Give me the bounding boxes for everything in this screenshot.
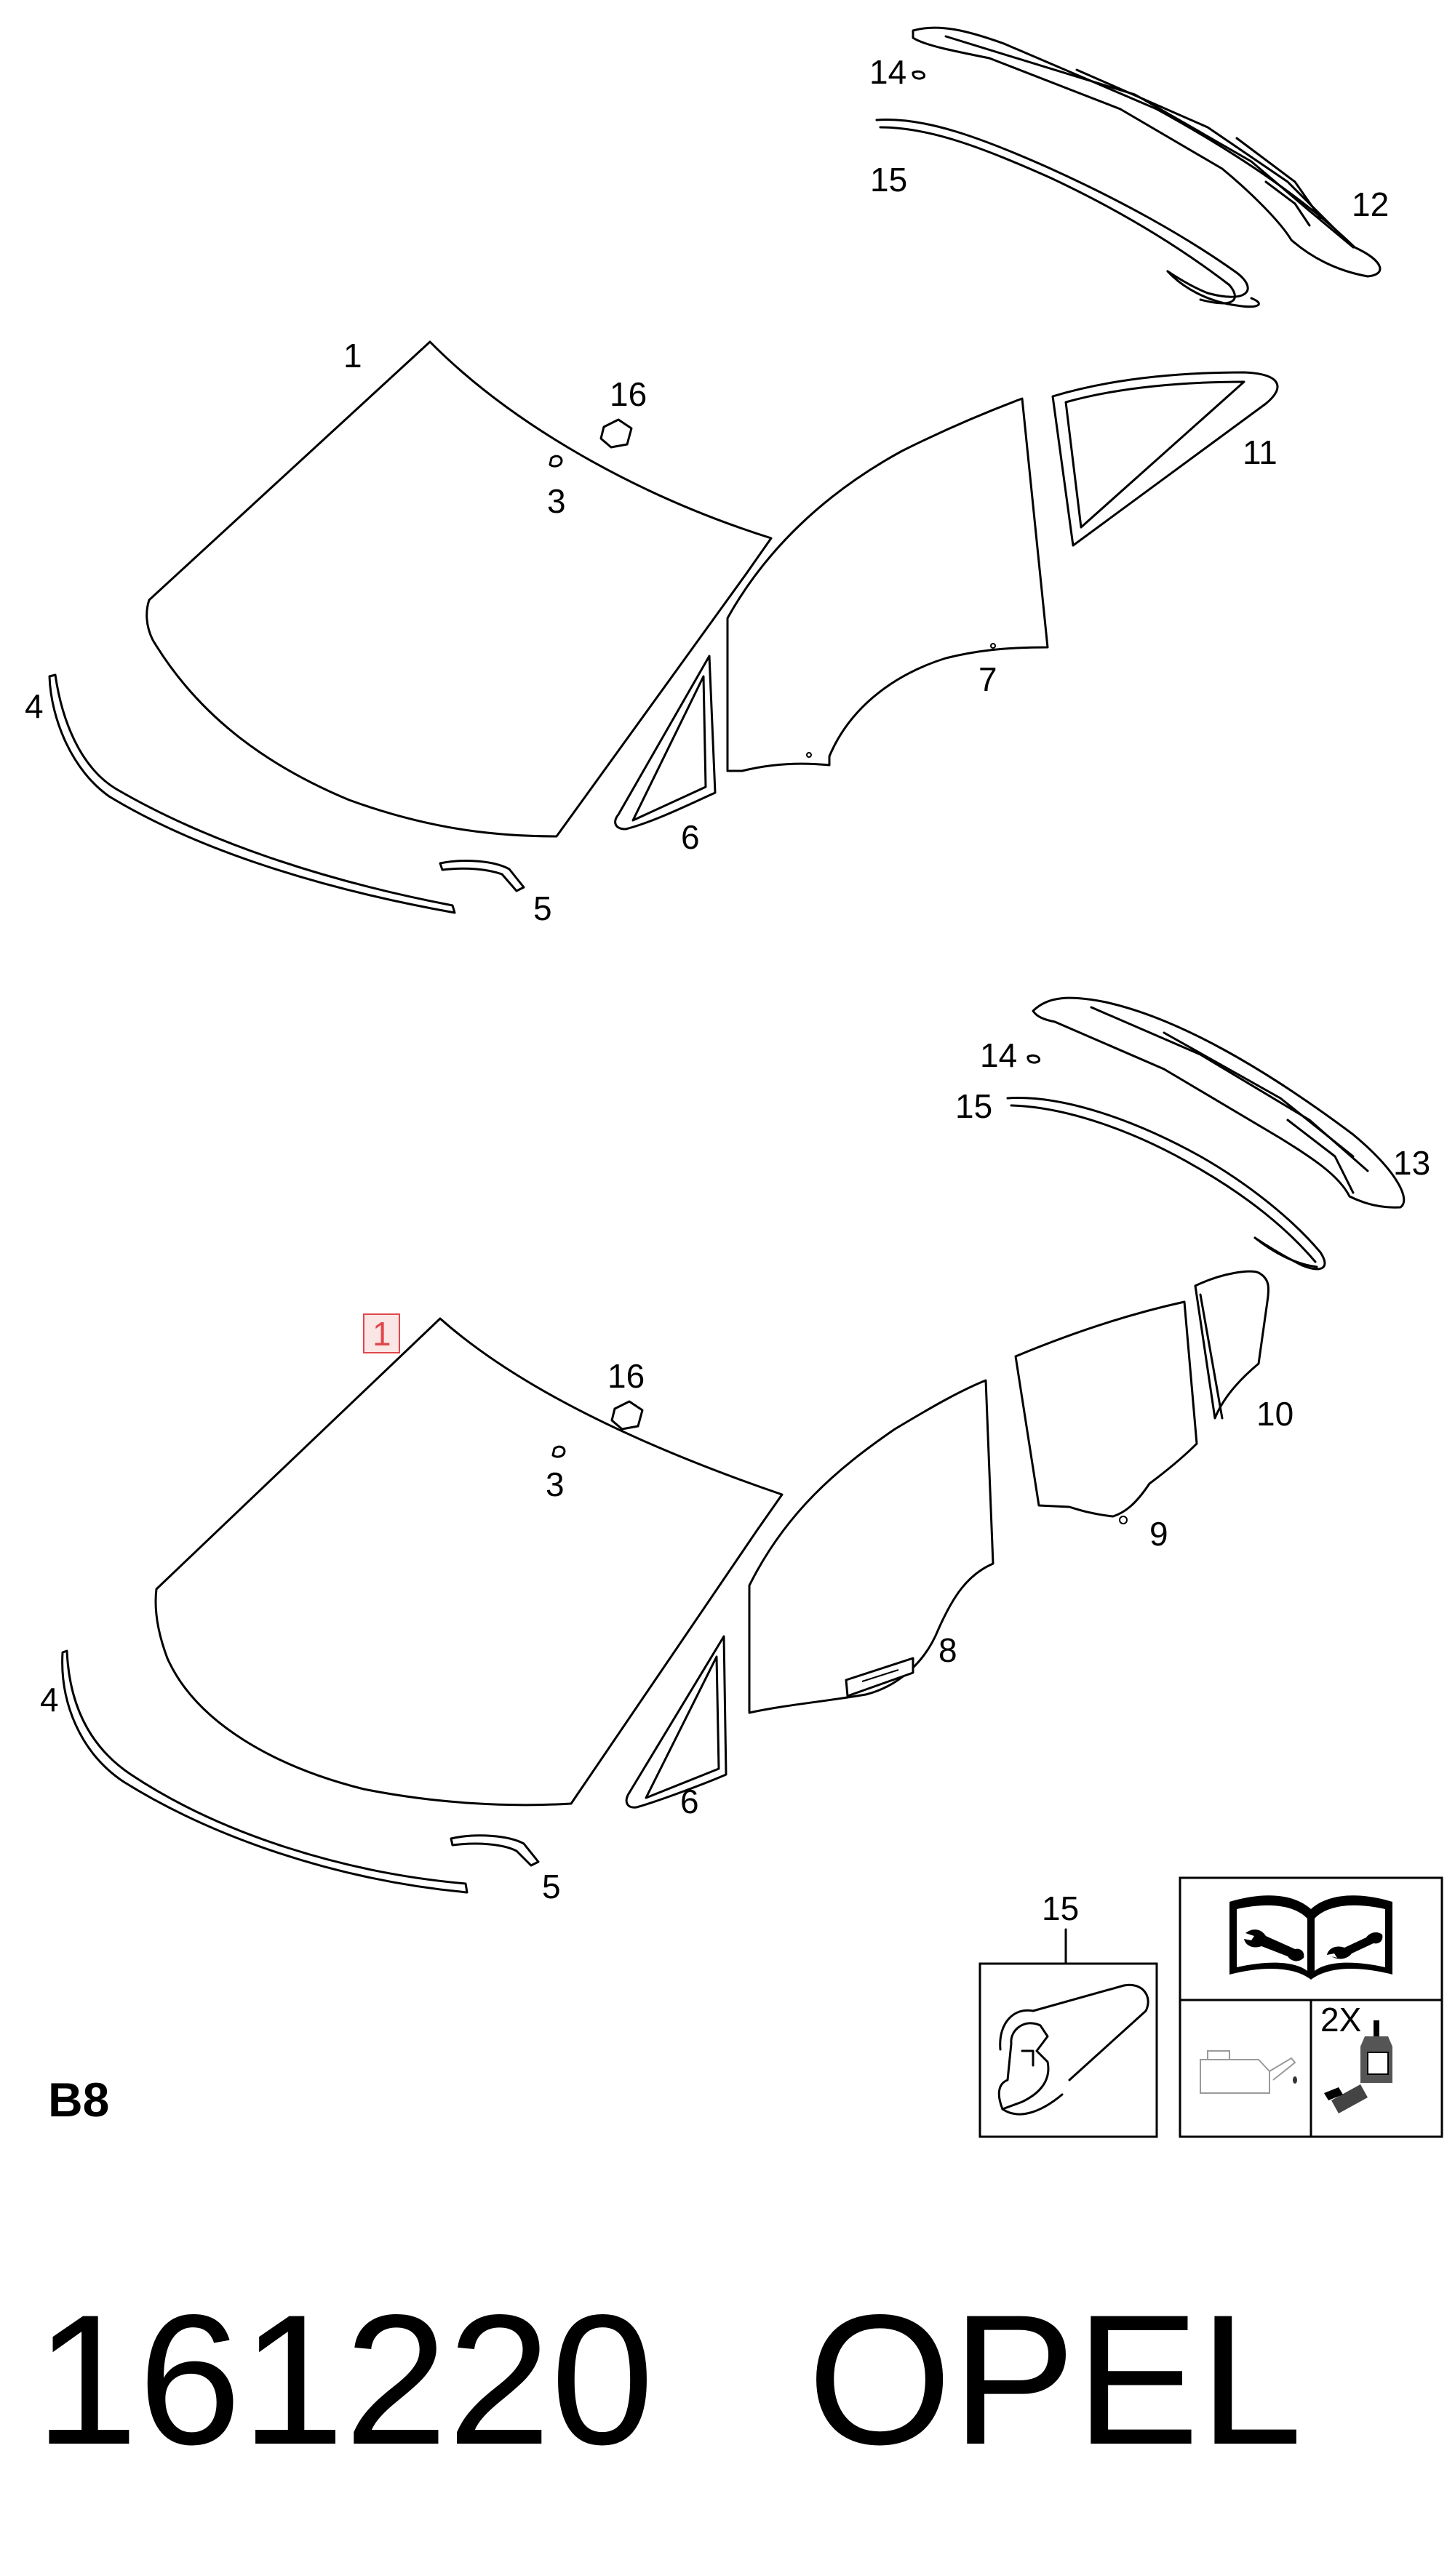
label-12: 12 [1352, 185, 1389, 223]
label-11: 11 [1243, 433, 1277, 471]
seal-5[interactable] [439, 860, 525, 892]
label-6: 6 [680, 1783, 699, 1820]
seal-5[interactable] [450, 1834, 540, 1867]
instruction-box: 2X [1179, 1876, 1443, 2138]
label-9: 9 [1149, 1515, 1168, 1553]
label-4: 4 [25, 687, 44, 725]
label-14: 14 [869, 53, 906, 91]
seal-detail-box [978, 1962, 1158, 2138]
quarter-glass-6[interactable] [614, 655, 717, 831]
highlight-box-1[interactable] [363, 1313, 400, 1353]
label-16: 16 [607, 1357, 645, 1395]
label-4: 4 [40, 1681, 59, 1719]
clip-14[interactable] [912, 70, 925, 80]
oil-can-icon [1200, 2050, 1297, 2094]
windshield-1[interactable] [154, 1317, 784, 1807]
label-16: 16 [610, 375, 647, 413]
callout-labels-upper: 1 16 3 4 5 6 7 11 12 14 15 [25, 53, 1389, 927]
rear-quarter-glass-11[interactable] [1051, 371, 1279, 547]
upper-group [48, 26, 1382, 914]
rear-door-glass-9[interactable] [1014, 1300, 1198, 1524]
seal-strip-15[interactable] [875, 118, 1260, 308]
seal-strip-15[interactable] [1006, 1097, 1326, 1271]
label-5: 5 [533, 889, 552, 927]
label-10: 10 [1256, 1395, 1293, 1433]
label-3: 3 [546, 1465, 565, 1503]
service-manual-wrench-icon [1229, 1895, 1392, 1980]
windshield-1[interactable] [146, 340, 773, 838]
front-door-glass-7[interactable] [726, 397, 1049, 772]
label-15: 15 [955, 1087, 992, 1125]
seal-profile-icon [997, 1983, 1149, 2116]
rear-window-13[interactable] [1032, 996, 1406, 1209]
sensor-16[interactable] [599, 418, 633, 449]
label-6: 6 [681, 818, 700, 856]
detail-label-15: 15 [1042, 1889, 1079, 1927]
diagram-number: 161220 [35, 2276, 654, 2484]
quantity-label: 2X [1320, 2001, 1361, 2039]
rear-fixed-glass-10[interactable] [1194, 1270, 1269, 1420]
clip-14[interactable] [1027, 1054, 1040, 1064]
label-15: 15 [870, 161, 907, 199]
quarter-glass-6[interactable] [625, 1635, 728, 1809]
label-13: 13 [1393, 1144, 1430, 1182]
front-door-glass-8[interactable] [748, 1379, 994, 1714]
rear-window-12[interactable] [912, 26, 1382, 278]
moulding-4[interactable] [48, 673, 456, 914]
label-1-highlighted: 1 [372, 1315, 391, 1353]
label-7: 7 [978, 660, 997, 698]
clip-3[interactable] [551, 1445, 566, 1458]
label-8: 8 [938, 1631, 957, 1669]
moulding-4[interactable] [61, 1649, 469, 1894]
label-5: 5 [542, 1868, 561, 1905]
callout-labels-lower: 1 16 3 4 5 6 8 9 10 13 14 15 [40, 1036, 1430, 1905]
label-14: 14 [980, 1036, 1017, 1074]
seal-detail: 15 [978, 1889, 1158, 2138]
label-3: 3 [547, 482, 566, 520]
brand-name: OPEL [808, 2276, 1302, 2484]
label-1: 1 [343, 337, 362, 375]
adhesive-bottle-icon [1324, 2020, 1392, 2113]
section-code: B8 [48, 2073, 109, 2127]
lower-group [61, 996, 1406, 1894]
sensor-16[interactable] [610, 1400, 644, 1431]
clip-3[interactable] [549, 455, 563, 468]
